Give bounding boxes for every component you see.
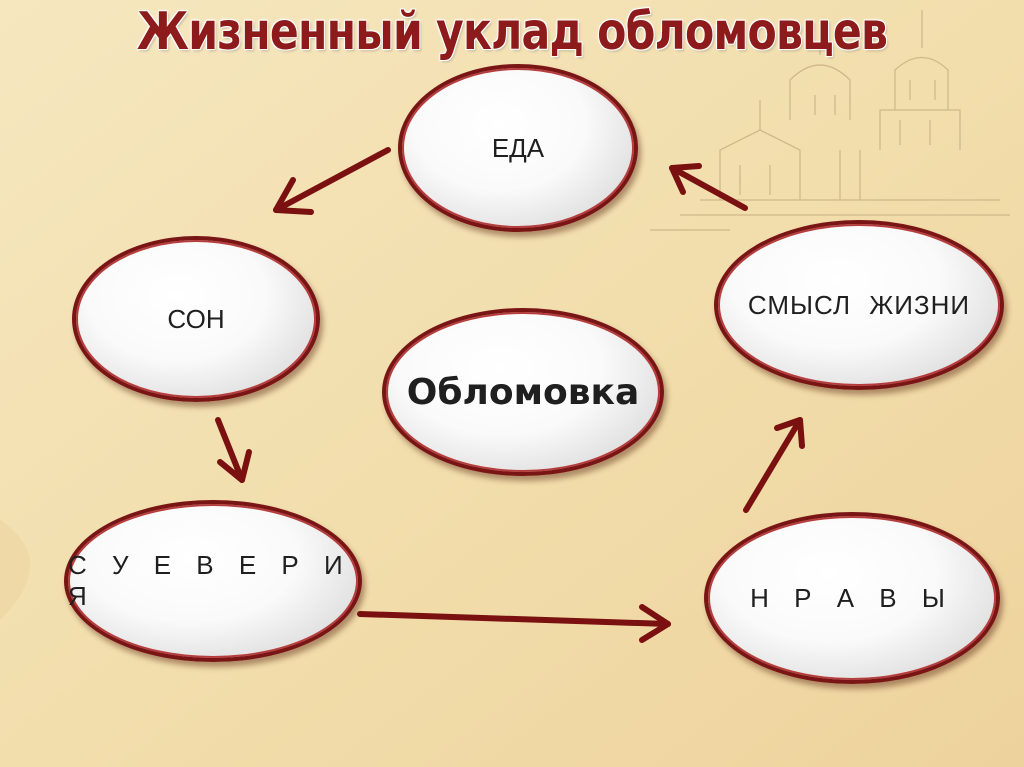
arrow-customs-to-meaning <box>743 417 803 513</box>
node-customs: Н Р А В Ы <box>704 512 1000 684</box>
node-center-oblomovka: Обломовка <box>382 308 664 476</box>
node-food-label: ЕДА <box>491 132 545 163</box>
arrow-superstitions-to-customs <box>357 611 671 627</box>
node-sleep: СОН <box>72 236 320 402</box>
arrow-meaning-to-food <box>669 165 748 211</box>
node-sleep-label: СОН <box>167 303 225 334</box>
node-customs-label: Н Р А В Ы <box>750 582 954 613</box>
node-meaning-label: СМЫСЛ ЖИЗНИ <box>747 289 971 320</box>
node-food: ЕДА <box>398 64 638 232</box>
node-meaning-of-life: СМЫСЛ ЖИЗНИ <box>714 220 1004 390</box>
arrow-sleep-to-superstitions <box>215 417 245 483</box>
arrow-food-to-sleep <box>273 147 391 213</box>
node-superstitions: С У Е В Е Р И Я <box>64 500 362 662</box>
node-center-label: Обломовка <box>406 371 640 413</box>
node-superstitions-label: С У Е В Е Р И Я <box>68 550 352 611</box>
diagram-title: Жизненный уклад обломовцев <box>136 2 888 62</box>
